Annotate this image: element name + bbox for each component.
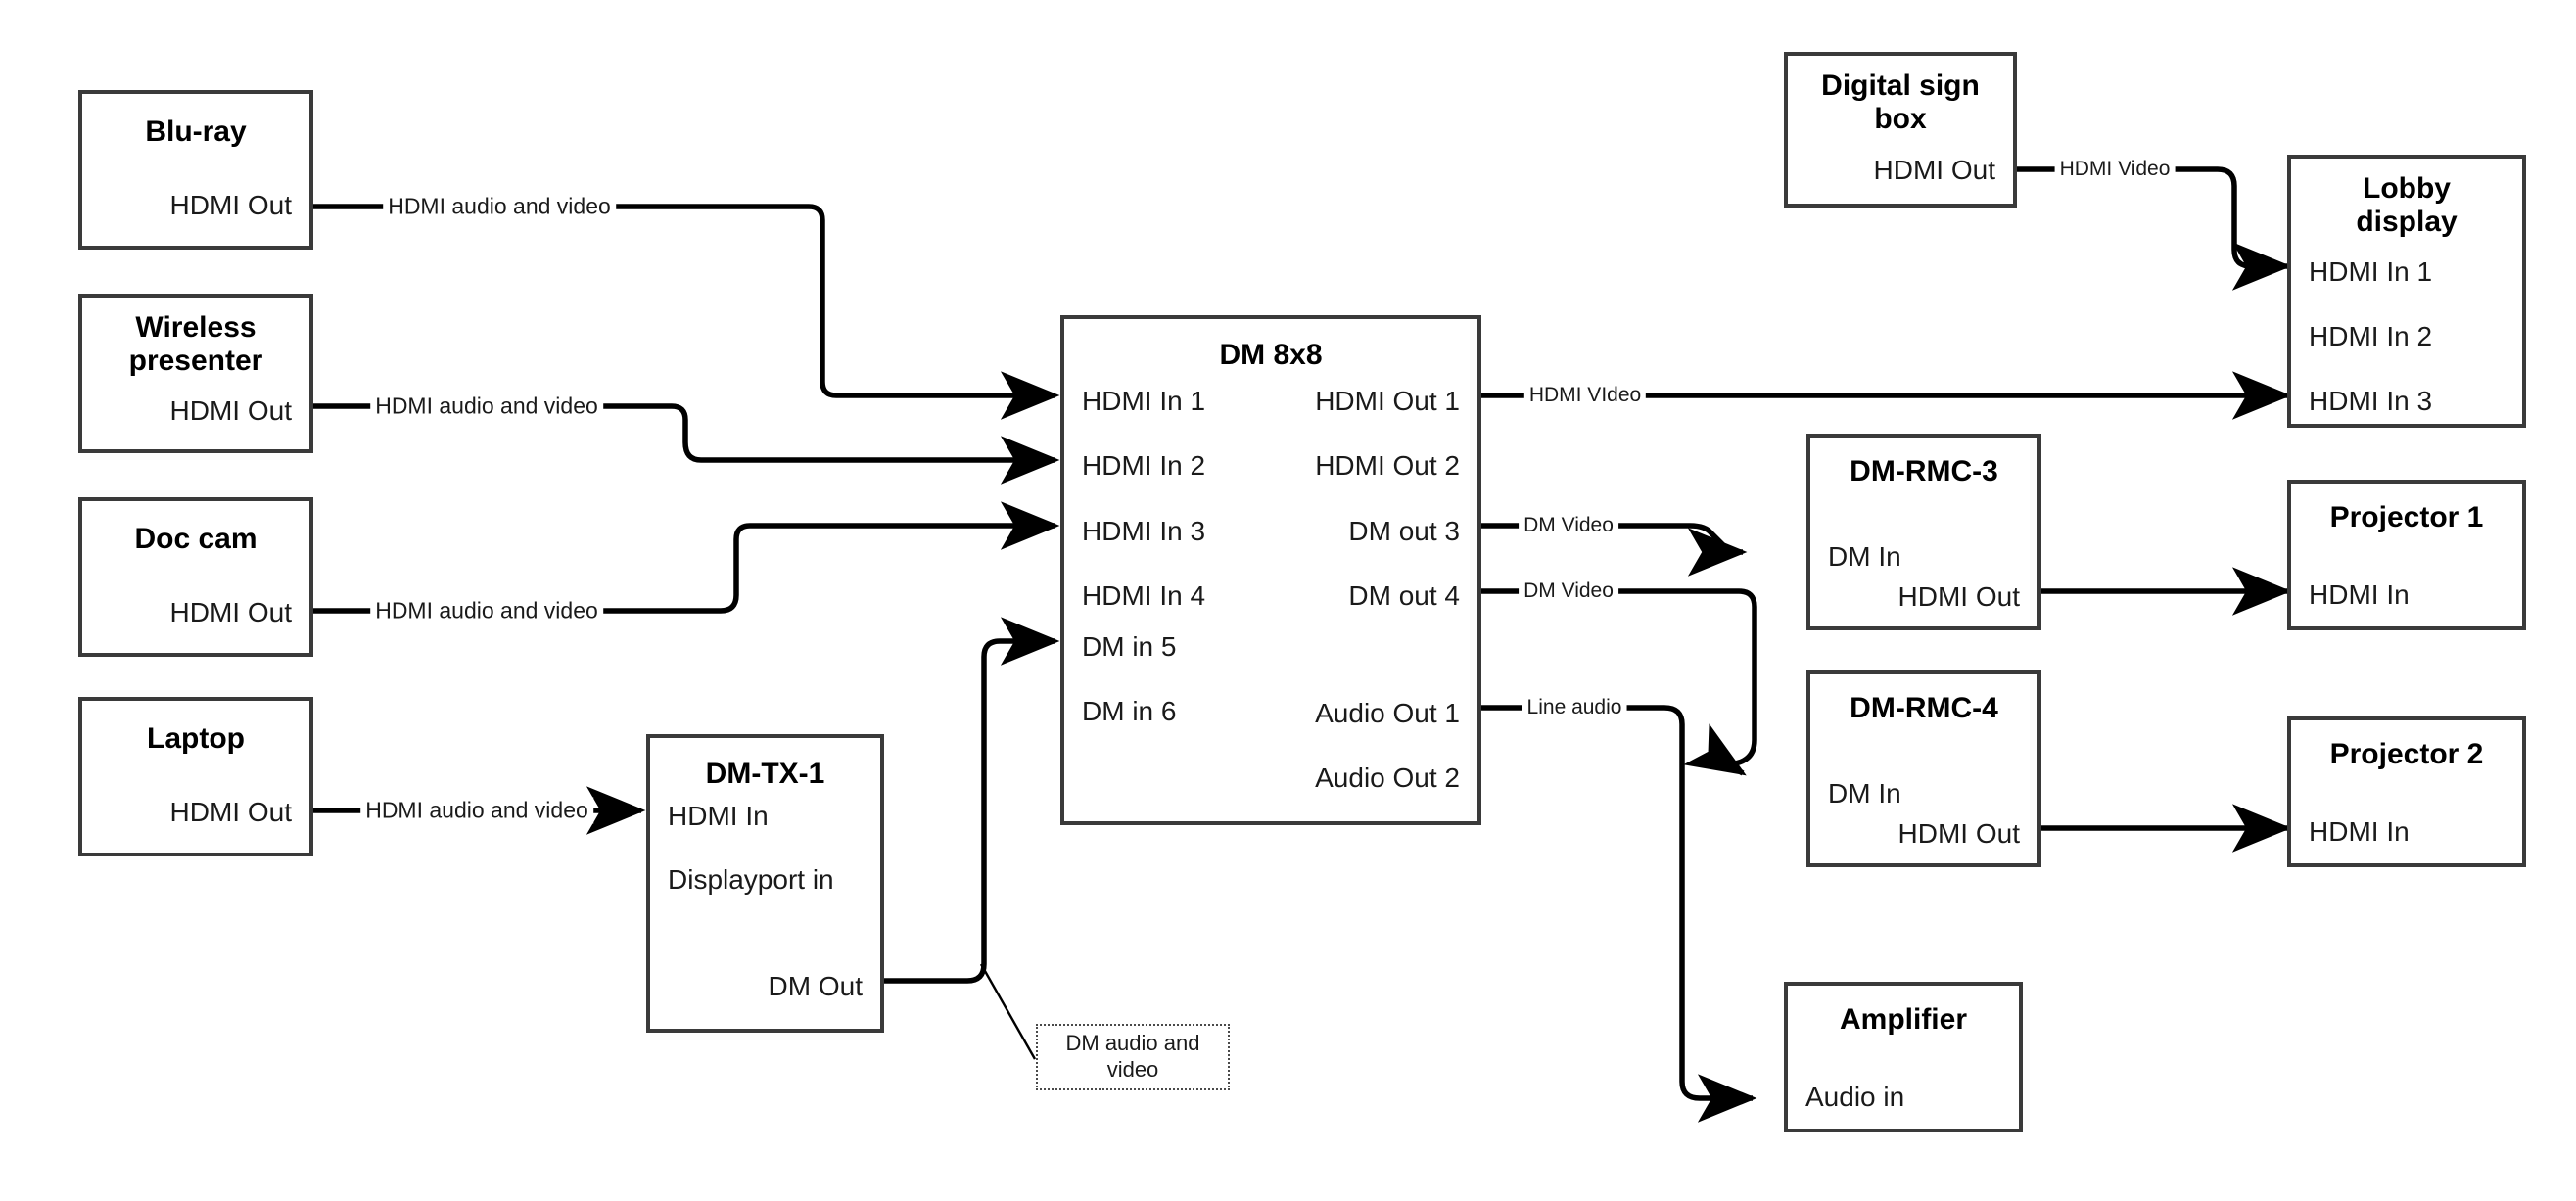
node-amplifier-port-audio-in[interactable]: Audio in	[1805, 1082, 1905, 1112]
node-dm-8x8-port-dm-in-5[interactable]: DM in 5	[1082, 631, 1177, 662]
node-projector-2-port-hdmi-in[interactable]: HDMI In	[2309, 816, 2410, 847]
node-amplifier[interactable]: Amplifier Audio in	[1784, 982, 2023, 1132]
node-digital-sign-box[interactable]: Digital sign box HDMI Out	[1784, 52, 2017, 208]
node-dm-rmc-3-port-hdmi-out[interactable]: HDMI Out	[1897, 581, 2020, 612]
node-laptop-title: Laptop	[147, 722, 245, 755]
wire-dm8x8-dm-out-4-to-rmc4-dm-in	[1481, 588, 1757, 776]
wire-label-dm-out-4: DM Video	[1519, 579, 1618, 603]
node-dm-8x8-port-audio-out-2[interactable]: Audio Out 2	[1315, 762, 1460, 793]
node-doc-cam[interactable]: Doc cam HDMI Out	[78, 497, 313, 657]
node-dm-tx-1-port-dm-out[interactable]: DM Out	[768, 971, 863, 1001]
node-dm-tx-1-title: DM-TX-1	[705, 758, 825, 790]
node-dm-rmc-3-port-dm-in[interactable]: DM In	[1828, 541, 1901, 572]
wire-dm8x8-audio-out-1-to-amplifier	[1481, 705, 1757, 1123]
wire-label-dm-out-3: DM Video	[1519, 514, 1618, 537]
node-wireless-presenter[interactable]: Wireless presenter HDMI Out	[78, 294, 313, 453]
wire-digitalsign-to-lobby-hdmi-in-1	[2017, 166, 2292, 291]
node-dm-8x8-port-audio-out-1[interactable]: Audio Out 1	[1315, 698, 1460, 728]
wire-label-audio-out-1: Line audio	[1522, 696, 1627, 719]
node-digital-sign-box-title: Digital sign box	[1821, 69, 1980, 135]
node-doc-cam-port-hdmi-out[interactable]: HDMI Out	[169, 597, 292, 627]
node-dm-tx-1-port-displayport-in[interactable]: Displayport in	[668, 864, 834, 895]
node-dm-rmc-4-port-hdmi-out[interactable]: HDMI Out	[1897, 818, 2020, 849]
node-dm-rmc-3-title: DM-RMC-3	[1850, 455, 1998, 487]
wire-label-bluray: HDMI audio and video	[383, 193, 616, 220]
node-projector-1[interactable]: Projector 1 HDMI In	[2287, 480, 2526, 630]
node-lobby-display-port-hdmi-in-2[interactable]: HDMI In 2	[2309, 321, 2433, 351]
node-doc-cam-title: Doc cam	[134, 523, 258, 555]
node-dm-rmc-4-port-dm-in[interactable]: DM In	[1828, 778, 1901, 808]
callout-dm-audio-and-video: DM audio and video	[1036, 1024, 1230, 1090]
node-projector-1-title: Projector 1	[2329, 501, 2484, 533]
node-dm-8x8-port-dm-in-6[interactable]: DM in 6	[1082, 696, 1177, 726]
node-digital-sign-box-port-hdmi-out[interactable]: HDMI Out	[1873, 155, 1995, 185]
node-projector-2[interactable]: Projector 2 HDMI In	[2287, 716, 2526, 867]
node-projector-2-title: Projector 2	[2329, 738, 2484, 770]
node-lobby-display-title: Lobby display	[2356, 172, 2458, 238]
node-dm-rmc-4[interactable]: DM-RMC-4 DM In HDMI Out	[1806, 670, 2041, 867]
node-laptop-port-hdmi-out[interactable]: HDMI Out	[169, 797, 292, 827]
node-dm-8x8[interactable]: DM 8x8 HDMI In 1 HDMI In 2 HDMI In 3 HDM…	[1060, 315, 1481, 825]
node-dm-8x8-port-dm-out-4[interactable]: DM out 4	[1348, 580, 1460, 611]
wire-label-wireless-presenter: HDMI audio and video	[370, 393, 603, 420]
wire-label-hdmi-out-1: HDMI VIdeo	[1523, 384, 1647, 407]
node-lobby-display[interactable]: Lobby display HDMI In 1 HDMI In 2 HDMI I…	[2287, 155, 2526, 428]
node-dm-8x8-port-hdmi-in-4[interactable]: HDMI In 4	[1082, 580, 1206, 611]
node-wireless-presenter-title: Wireless presenter	[128, 311, 263, 377]
node-dm-tx-1-port-hdmi-in[interactable]: HDMI In	[668, 801, 769, 831]
leader-line-dm-callout	[979, 963, 1037, 1060]
node-dm-8x8-title: DM 8x8	[1219, 339, 1323, 371]
node-bluray-title: Blu-ray	[145, 115, 247, 148]
node-bluray[interactable]: Blu-ray HDMI Out	[78, 90, 313, 250]
node-dm-8x8-port-hdmi-out-1[interactable]: HDMI Out 1	[1315, 386, 1460, 416]
wire-label-laptop: HDMI audio and video	[360, 797, 593, 824]
node-projector-1-port-hdmi-in[interactable]: HDMI In	[2309, 579, 2410, 610]
node-lobby-display-port-hdmi-in-3[interactable]: HDMI In 3	[2309, 386, 2433, 416]
wire-dmtx1-to-dm8x8-dm-in-5	[884, 617, 1060, 984]
node-wireless-presenter-port-hdmi-out[interactable]: HDMI Out	[169, 395, 292, 426]
node-dm-8x8-port-hdmi-out-2[interactable]: HDMI Out 2	[1315, 450, 1460, 481]
node-dm-8x8-port-dm-out-3[interactable]: DM out 3	[1348, 516, 1460, 546]
wire-label-digital-sign: HDMI Video	[2054, 158, 2176, 181]
node-bluray-port-hdmi-out[interactable]: HDMI Out	[169, 190, 292, 220]
node-dm-rmc-3[interactable]: DM-RMC-3 DM In HDMI Out	[1806, 434, 2041, 630]
wire-bluray-to-dm8x8-hdmi-in-1	[313, 204, 1060, 420]
node-dm-8x8-port-hdmi-in-3[interactable]: HDMI In 3	[1082, 516, 1206, 546]
node-dm-rmc-4-title: DM-RMC-4	[1850, 692, 1998, 724]
node-dm-8x8-port-hdmi-in-2[interactable]: HDMI In 2	[1082, 450, 1206, 481]
node-amplifier-title: Amplifier	[1839, 1003, 1968, 1036]
node-laptop[interactable]: Laptop HDMI Out	[78, 697, 313, 856]
wire-label-doc-cam: HDMI audio and video	[370, 597, 603, 624]
node-dm-8x8-port-hdmi-in-1[interactable]: HDMI In 1	[1082, 386, 1206, 416]
node-lobby-display-port-hdmi-in-1[interactable]: HDMI In 1	[2309, 256, 2433, 287]
node-dm-tx-1[interactable]: DM-TX-1 HDMI In Displayport in DM Out	[646, 734, 884, 1033]
